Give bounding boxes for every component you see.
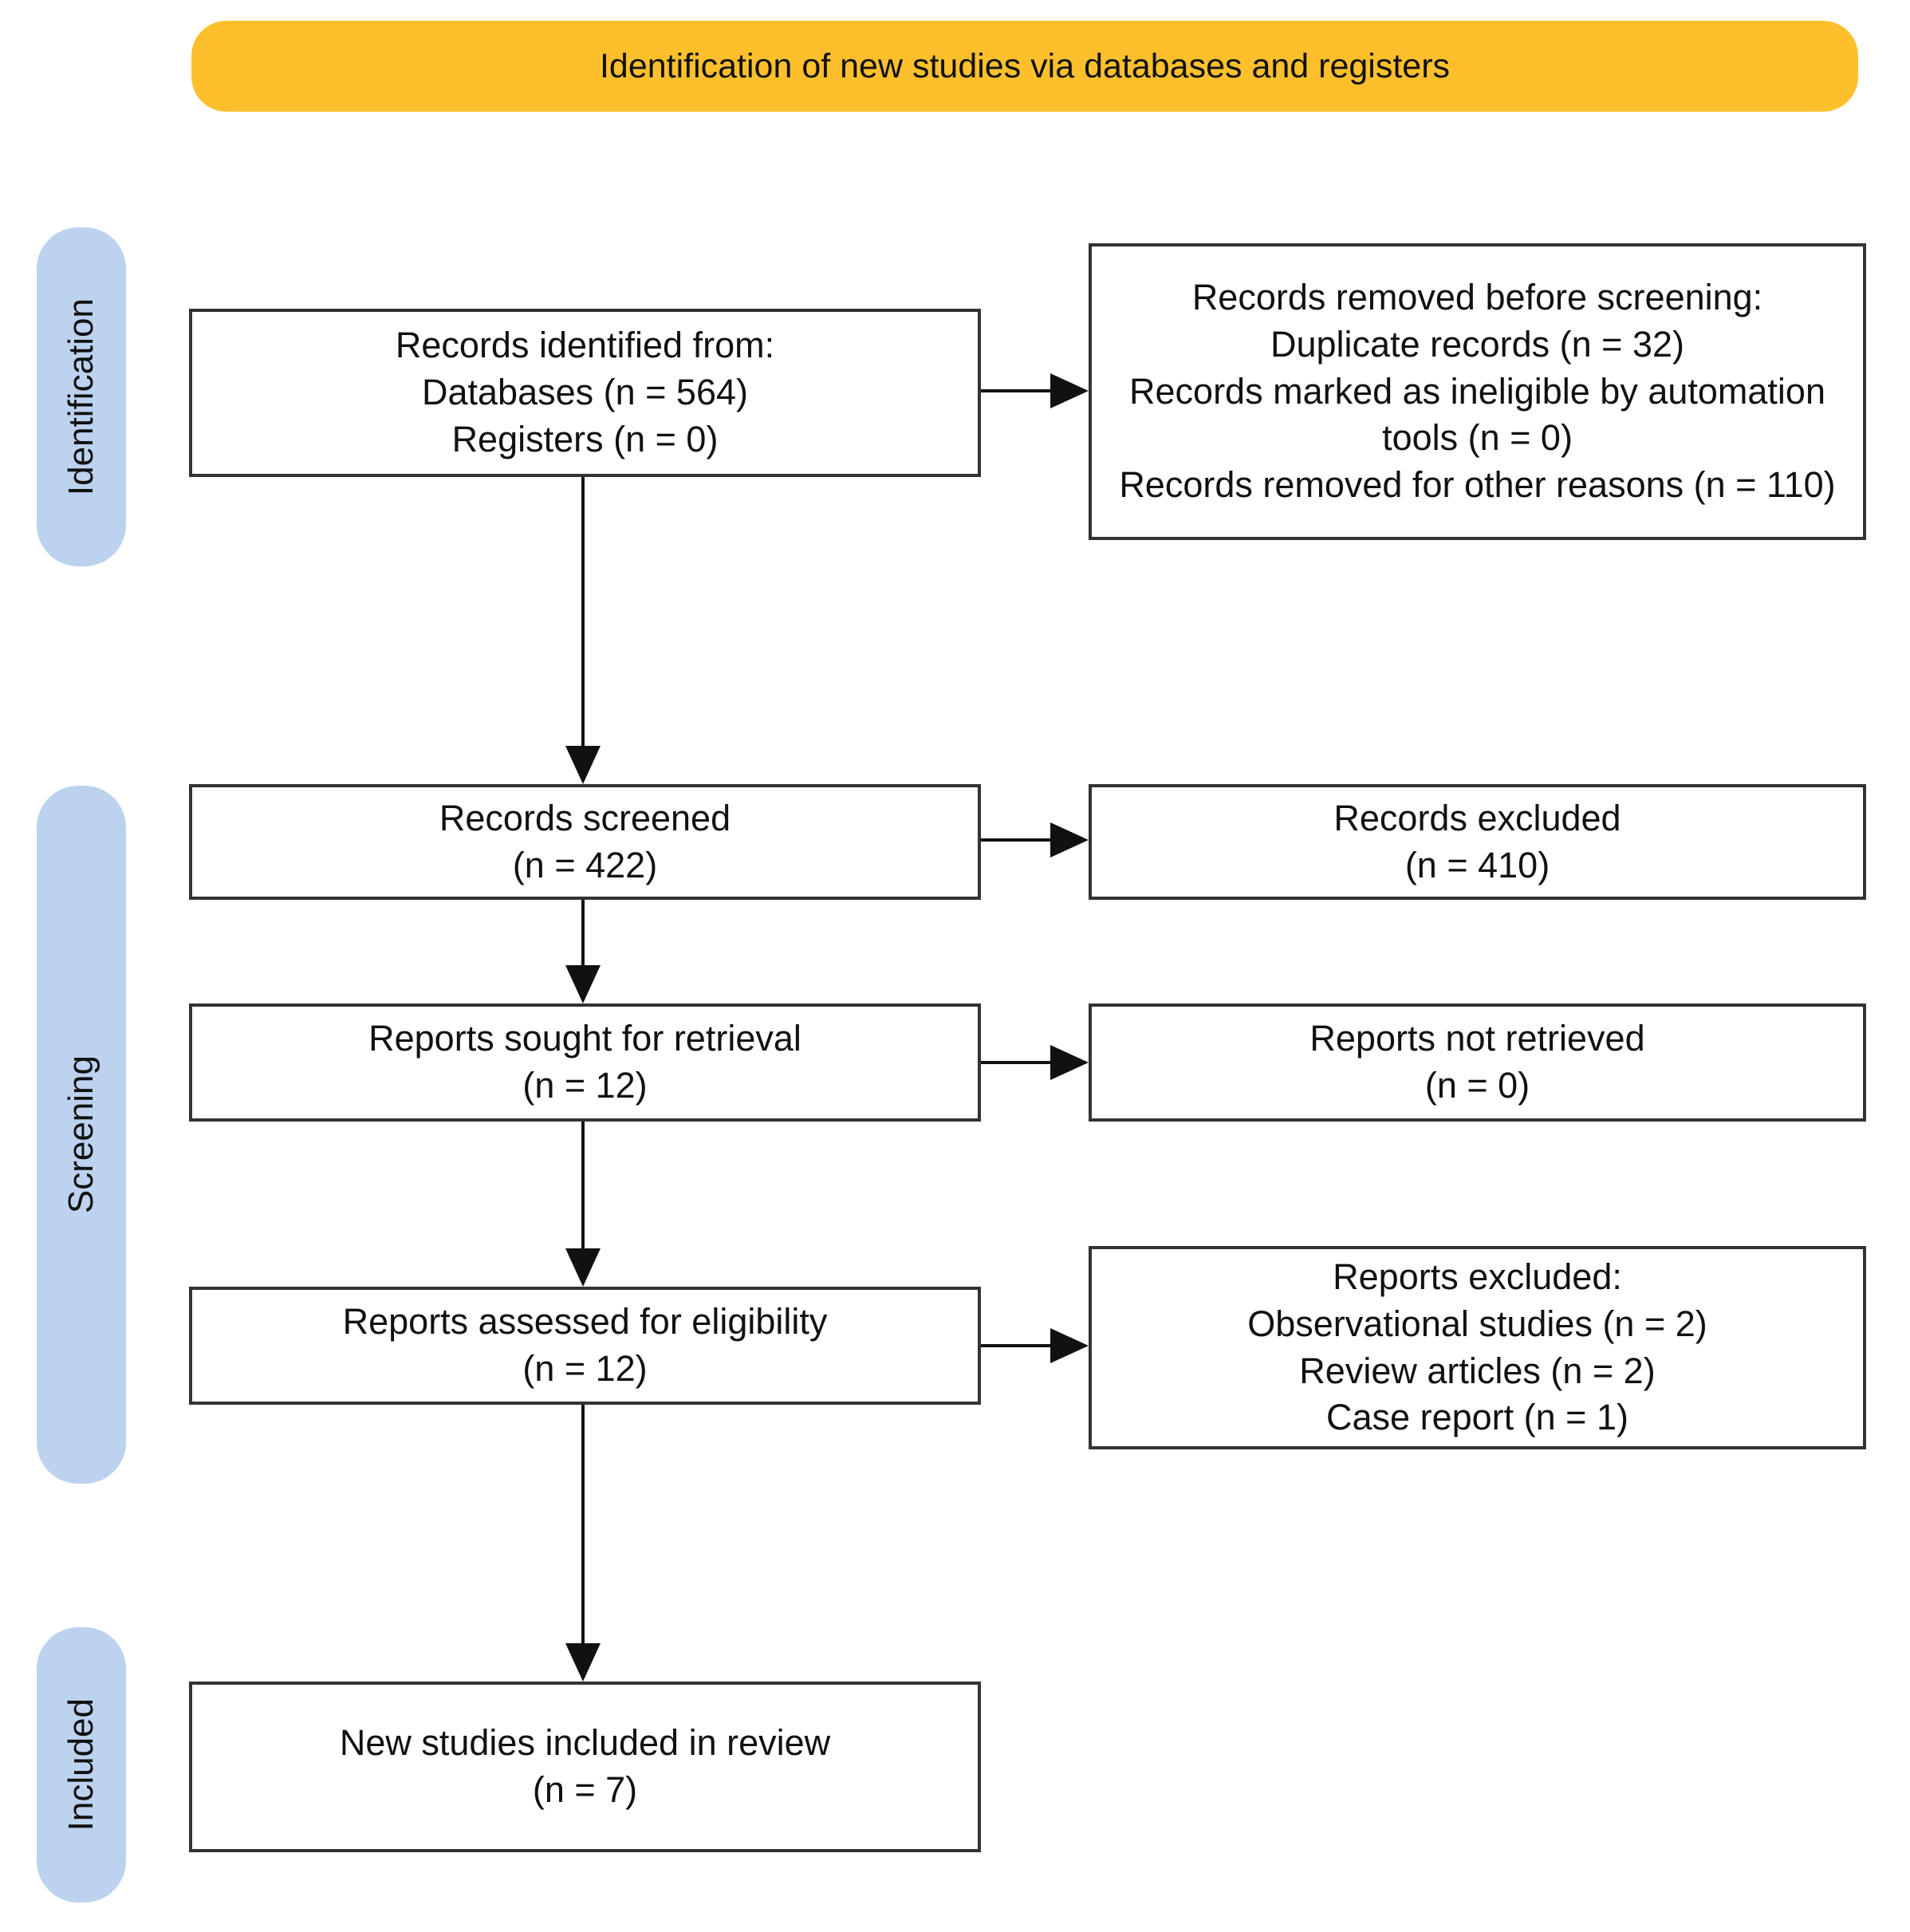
- box-line: Records marked as ineligible by automati…: [1129, 370, 1825, 459]
- box-records-excluded: Records excluded (n = 410): [1089, 784, 1866, 900]
- box-line: Records removed before screening:: [1191, 276, 1763, 317]
- stage-pill-included: Included: [37, 1627, 126, 1902]
- box-line: New studies included in review: [339, 1722, 831, 1764]
- arrow-shaft: [981, 389, 1054, 392]
- arrow-shaft: [581, 1405, 585, 1646]
- box-reports-sought-for-retrieval: Reports sought for retrieval (n = 12): [189, 1003, 981, 1122]
- box-records-screened: Records screened (n = 422): [189, 784, 981, 900]
- arrowhead-down-icon: [565, 1643, 601, 1682]
- arrow-shaft: [981, 838, 1054, 842]
- box-line: (n = 7): [532, 1769, 638, 1810]
- box-line: Registers (n = 0): [451, 418, 719, 459]
- arrow-assessed-to-reports-excluded: [981, 1328, 1089, 1363]
- box-new-studies-included-in-review: New studies included in review (n = 7): [189, 1682, 981, 1852]
- box-line: Review articles (n = 2): [1299, 1350, 1656, 1391]
- arrow-identified-to-removed: [981, 373, 1089, 408]
- arrow-sought-to-not-retrieved: [981, 1045, 1089, 1080]
- stage-label-screening: Screening: [61, 1055, 100, 1214]
- box-line: (n = 410): [1404, 844, 1550, 885]
- box-reports-not-retrieved: Reports not retrieved (n = 0): [1089, 1003, 1866, 1122]
- box-line: Duplicate records (n = 32): [1270, 323, 1684, 365]
- arrowhead-right-icon: [1050, 822, 1089, 858]
- box-line: Reports assessed for eligibility: [342, 1301, 828, 1343]
- arrow-assessed-to-included: [565, 1405, 601, 1682]
- box-reports-assessed-for-eligibility: Reports assessed for eligibility (n = 12…: [189, 1287, 981, 1405]
- box-records-identified: Records identified from: Databases (n = …: [189, 309, 981, 477]
- arrow-shaft: [581, 1122, 585, 1252]
- arrow-sought-to-assessed: [565, 1122, 601, 1287]
- arrow-shaft: [981, 1344, 1054, 1347]
- arrowhead-down-icon: [565, 746, 601, 784]
- arrow-screened-to-excluded: [981, 822, 1089, 858]
- arrowhead-down-icon: [565, 965, 601, 1003]
- arrowhead-right-icon: [1050, 373, 1089, 408]
- arrowhead-down-icon: [565, 1248, 601, 1287]
- box-line: Reports sought for retrieval: [368, 1018, 801, 1059]
- box-line: Records removed for other reasons (n = 1…: [1119, 464, 1836, 506]
- stage-pill-screening: Screening: [37, 786, 126, 1484]
- box-line: (n = 12): [522, 1348, 648, 1389]
- box-line: Records identified from:: [395, 325, 775, 366]
- banner-identification-of-new-studies: Identification of new studies via databa…: [191, 21, 1858, 112]
- box-line: Records excluded: [1333, 797, 1621, 838]
- box-line: (n = 422): [512, 844, 658, 885]
- arrow-shaft: [581, 900, 585, 968]
- box-line: Observational studies (n = 2): [1247, 1303, 1707, 1344]
- box-line: (n = 0): [1424, 1065, 1530, 1106]
- arrow-screened-to-sought: [565, 900, 601, 1003]
- arrowhead-right-icon: [1050, 1045, 1089, 1080]
- arrow-shaft: [581, 477, 585, 749]
- stage-pill-identification: Identification: [37, 227, 126, 566]
- arrowhead-right-icon: [1050, 1328, 1089, 1363]
- stage-label-identification: Identification: [61, 298, 100, 496]
- box-line: Databases (n = 564): [422, 372, 748, 413]
- box-line: (n = 12): [522, 1065, 648, 1106]
- box-line: Case report (n = 1): [1326, 1397, 1628, 1438]
- box-records-removed-before-screening: Records removed before screening: Duplic…: [1089, 243, 1866, 540]
- arrow-identified-to-screened: [565, 477, 601, 784]
- box-line: Reports excluded:: [1333, 1256, 1622, 1297]
- arrow-shaft: [981, 1061, 1054, 1064]
- box-line: Reports not retrieved: [1309, 1018, 1645, 1059]
- box-reports-excluded: Reports excluded: Observational studies …: [1089, 1246, 1866, 1449]
- banner-label: Identification of new studies via databa…: [599, 46, 1451, 85]
- stage-label-included: Included: [61, 1698, 100, 1831]
- box-line: Records screened: [439, 797, 731, 838]
